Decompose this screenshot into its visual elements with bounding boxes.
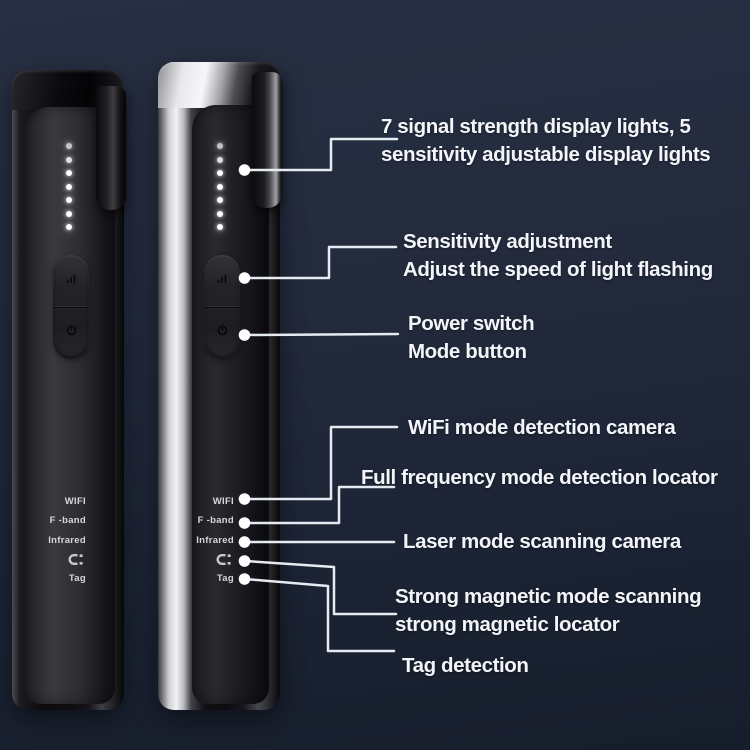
sensitivity-button xyxy=(204,255,240,308)
annotation-line: Adjust the speed of light flashing xyxy=(403,257,713,281)
detector-device-silver: WIFI F -band Infrared Tag xyxy=(158,62,282,710)
button-pill xyxy=(53,255,89,359)
annotation-power: Power switch Mode button xyxy=(408,310,535,365)
led-dot xyxy=(217,210,223,217)
led-dot xyxy=(217,197,223,203)
signal-bars-icon xyxy=(65,272,77,290)
led-dot xyxy=(66,143,72,149)
annotation-full-frequency: Full frequency mode detection locator xyxy=(361,464,718,492)
label-infrared: Infrared xyxy=(196,534,234,546)
led-dot xyxy=(217,224,223,230)
led-dot xyxy=(66,210,72,217)
annotation-line: Tag detection xyxy=(402,654,529,677)
button-pill xyxy=(204,255,240,359)
label-wifi: WIFI xyxy=(64,496,86,508)
annotation-line: Full frequency mode detection locator xyxy=(361,466,718,489)
label-f-band: F -band xyxy=(49,515,86,527)
annotation-line: Strong magnetic mode scanning xyxy=(395,585,702,608)
led-dot xyxy=(66,170,72,176)
led-dot xyxy=(66,197,72,203)
magnet-icon xyxy=(16,550,86,569)
led-dot xyxy=(217,156,223,163)
led-dot xyxy=(66,183,72,190)
annotation-line: 7 signal strength display lights, 5 xyxy=(381,115,691,138)
annotation-tag: Tag detection xyxy=(402,652,529,680)
led-dot xyxy=(217,143,223,149)
annotation-magnetic: Strong magnetic mode scanning strong mag… xyxy=(395,583,702,638)
power-icon xyxy=(216,324,229,342)
pocket-clip xyxy=(96,86,126,210)
led-dot xyxy=(66,156,72,163)
annotation-sensitivity: Sensitivity adjustment Adjust the speed … xyxy=(403,228,713,283)
magnet-icon xyxy=(164,550,234,569)
signal-strength-led-column xyxy=(217,143,223,230)
detector-device-black: WIFI F -band Infrared Tag xyxy=(12,70,126,710)
sensitivity-button xyxy=(53,255,89,308)
led-dot xyxy=(217,183,223,190)
annotation-line: sensitivity adjustable display lights xyxy=(381,142,711,166)
annotation-line: Power switch xyxy=(408,312,535,335)
signal-strength-led-column xyxy=(66,143,72,230)
annotation-wifi: WiFi mode detection camera xyxy=(408,414,676,442)
power-button xyxy=(204,308,240,360)
label-f-band: F -band xyxy=(197,515,234,527)
annotation-line: Sensitivity adjustment xyxy=(403,230,612,253)
power-button xyxy=(53,308,89,360)
label-tag: Tag xyxy=(68,573,86,585)
label-tag: Tag xyxy=(216,573,234,585)
annotation-laser: Laser mode scanning camera xyxy=(403,528,681,556)
annotation-line: strong magnetic locator xyxy=(395,612,620,636)
mode-label-column: WIFI F -band Infrared Tag xyxy=(16,492,86,588)
signal-bars-icon xyxy=(216,272,228,290)
annotation-line: Laser mode scanning camera xyxy=(403,530,681,553)
power-icon xyxy=(65,324,78,342)
led-dot xyxy=(217,170,223,176)
label-infrared: Infrared xyxy=(48,534,86,546)
annotation-line: WiFi mode detection camera xyxy=(408,416,676,439)
annotation-leds: 7 signal strength display lights, 5 sens… xyxy=(381,113,711,168)
led-dot xyxy=(66,224,72,230)
mode-label-column: WIFI F -band Infrared Tag xyxy=(164,492,234,588)
annotation-line: Mode button xyxy=(408,339,527,363)
pocket-clip xyxy=(252,72,282,208)
label-wifi: WIFI xyxy=(212,496,234,508)
